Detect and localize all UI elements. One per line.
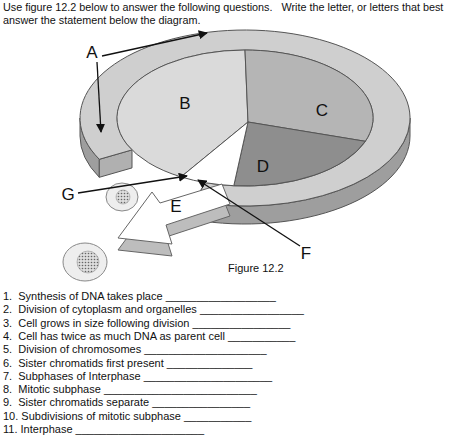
- question-line: 2. Division of cytoplasm and organelles …: [3, 303, 304, 316]
- figure-caption: Figure 12.2: [228, 262, 284, 275]
- daughter-cell: [106, 183, 138, 211]
- callout-letter: F: [301, 245, 311, 262]
- question-line: 7. Subphases of Interphase _____________…: [3, 370, 272, 383]
- question-line: 10. Subdivisions of mitotic subphase ___…: [3, 410, 251, 423]
- question-line: 3. Cell grows in size following division…: [3, 317, 290, 330]
- cell-nucleus: [77, 251, 99, 273]
- callout-letter: B: [179, 95, 190, 112]
- callout-letter: A: [86, 44, 97, 61]
- question-line: 6. Sister chromatids first present _____…: [3, 357, 252, 370]
- mitosis-wedge: [181, 122, 248, 186]
- question-line: 11. Interphase _____________________: [3, 423, 204, 436]
- callout-letter: D: [257, 158, 269, 175]
- instructions: Use figure 12.2 below to answer the foll…: [3, 1, 471, 27]
- leader-line: [198, 180, 300, 246]
- leader-line: [78, 176, 187, 193]
- question-line: 1. Synthesis of DNA takes place ________…: [3, 290, 276, 303]
- sector-d: [234, 122, 365, 186]
- question-line: 9. Sister chromatids separate __________…: [3, 396, 250, 409]
- interphase-ring: [80, 30, 410, 206]
- question-line: 8. Mitotic subphase ____________________…: [3, 383, 257, 396]
- question-line: 4. Cell has twice as much DNA as parent …: [3, 330, 295, 343]
- callout-letter: C: [316, 102, 328, 119]
- question-line: 5. Division of chromosomes _____________…: [3, 343, 267, 356]
- leader-line: [102, 33, 207, 56]
- daughter-cell: [63, 243, 107, 281]
- cytokinesis-arrow: [118, 184, 230, 244]
- cell-nucleus: [116, 190, 130, 204]
- leader-line: [97, 62, 101, 132]
- callout-letter: G: [61, 186, 74, 203]
- callout-letter: E: [170, 198, 181, 215]
